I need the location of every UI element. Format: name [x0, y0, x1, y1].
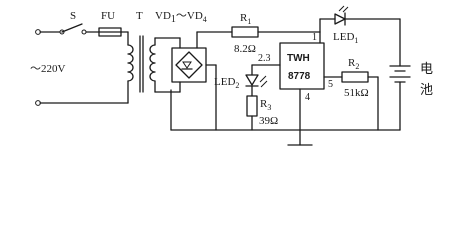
fuse-label: FU	[101, 10, 115, 22]
circuit-schematic: ～220V S FU T VD1～VD4 R1 8.2Ω	[30, 5, 433, 146]
circuit-diagram: ～220V S FU T VD1～VD4 R1 8.2Ω	[30, 5, 433, 146]
r3-name: R3	[260, 98, 271, 112]
r2-value: 51kΩ	[344, 87, 369, 99]
switch-label: S	[70, 10, 76, 22]
battery	[389, 65, 411, 83]
resistor-r3	[246, 95, 258, 117]
ic-pin-23: 2.3	[258, 53, 271, 64]
led1-name: LED1	[333, 31, 358, 45]
mains-voltage-label: ～220V	[30, 63, 65, 75]
bridge-label: VD1～VD4	[155, 10, 207, 25]
r1-value: 8.2Ω	[234, 43, 256, 55]
ic-name: TWH	[287, 53, 310, 64]
ic-pin-4: 4	[305, 92, 310, 103]
bridge-rectifier	[171, 47, 207, 83]
r1-name: R1	[240, 12, 251, 26]
transformer-secondary-coil	[149, 44, 156, 82]
led2-name: LED2	[214, 76, 239, 90]
battery-label-1: 电	[420, 62, 433, 77]
resistor-r2	[341, 71, 369, 83]
led2	[245, 74, 268, 88]
ic-twh8778	[279, 42, 325, 90]
ic-pin-5: 5	[328, 79, 333, 90]
r3-value: 39Ω	[259, 115, 278, 127]
r2-name: R2	[348, 57, 359, 71]
resistor-r1	[231, 26, 259, 38]
transformer-label: T	[136, 10, 143, 22]
switch-s	[39, 23, 87, 35]
transformer-primary-coil	[127, 44, 134, 82]
ic-pin-1: 1	[312, 32, 317, 43]
ic-part-number: 8778	[288, 71, 311, 82]
battery-label-2: 池	[420, 83, 433, 98]
led1	[334, 5, 349, 26]
